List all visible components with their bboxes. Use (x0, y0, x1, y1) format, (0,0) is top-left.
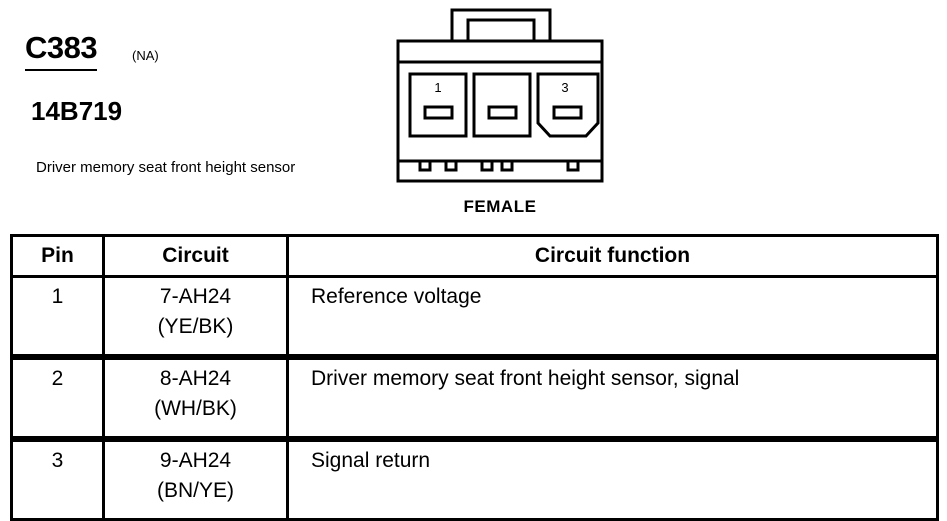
market-code: (NA) (132, 48, 159, 63)
pinout-table: Pin Circuit Circuit function 1 7-AH24 (Y… (10, 234, 939, 521)
pin-cell: 3 (10, 436, 105, 521)
pin-cell: 1 (10, 275, 105, 359)
connector-face-diagram (390, 4, 610, 186)
table-row: 1 7-AH24 (YE/BK) Reference voltage (10, 275, 939, 359)
circuit-number: 9-AH24 (159, 449, 232, 472)
circuit-number: 7-AH24 (159, 285, 232, 308)
header-circuit-function: Circuit function (286, 234, 939, 278)
cavity-label-1: 1 (434, 80, 442, 95)
circuit-number: 8-AH24 (159, 367, 232, 390)
table-row: 2 8-AH24 (WH/BK) Driver memory seat fron… (10, 354, 939, 441)
connector-gender: FEMALE (463, 197, 537, 216)
circuit-cell: 7-AH24 (YE/BK) (102, 275, 289, 359)
wire-color: (BN/YE) (156, 479, 234, 502)
wire-color: (WH/BK) (154, 397, 237, 420)
circuit-function-cell: Reference voltage (286, 275, 939, 359)
circuit-cell: 8-AH24 (WH/BK) (102, 354, 289, 441)
circuit-function-cell: Driver memory seat front height sensor, … (286, 354, 939, 441)
connector-id: C383 (25, 29, 98, 71)
header-circuit: Circuit (102, 234, 289, 278)
wire-color: (YE/BK) (157, 315, 234, 338)
connector-description: Driver memory seat front height sensor (36, 159, 296, 176)
part-number: 14B719 (31, 96, 123, 126)
table-header-row: Pin Circuit Circuit function (10, 234, 939, 278)
cavity-label-3: 3 (561, 80, 569, 95)
circuit-cell: 9-AH24 (BN/YE) (102, 436, 289, 521)
pin-cell: 2 (10, 354, 105, 441)
circuit-function-cell: Signal return (286, 436, 939, 521)
header-pin: Pin (10, 234, 105, 278)
table-row: 3 9-AH24 (BN/YE) Signal return (10, 436, 939, 521)
